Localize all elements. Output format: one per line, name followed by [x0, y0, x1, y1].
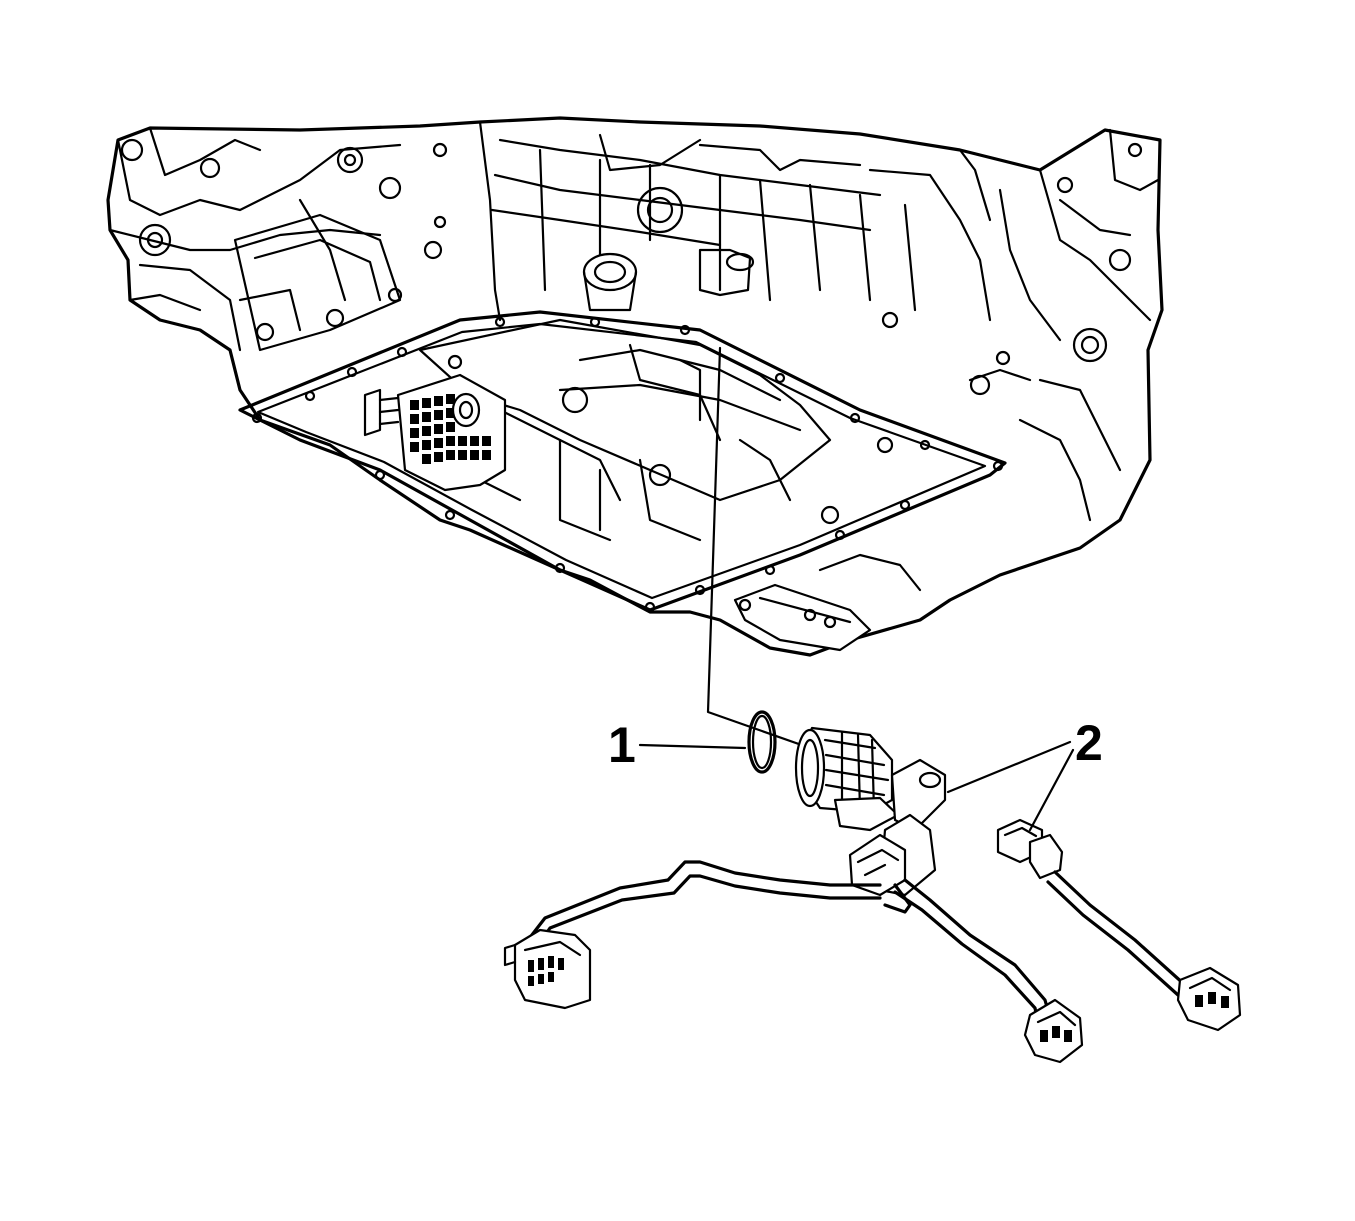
- jumper-harness: [996, 818, 1242, 1032]
- callout-2: 2: [946, 715, 1103, 832]
- callout-1: 1: [608, 717, 747, 773]
- transmission-wiring-harness: [526, 860, 1052, 1024]
- callout-2-number: 2: [1075, 715, 1103, 771]
- valve-body-connector: [363, 373, 507, 492]
- leader-line-to-case: [706, 346, 832, 757]
- pan-flange-bolts: [251, 316, 1004, 613]
- harness-connector-left: [503, 928, 592, 1010]
- wiring-harness-pass-through-connector: [794, 726, 947, 897]
- callout-1-number: 1: [608, 717, 636, 773]
- callout-1-leader: [638, 743, 747, 750]
- callout-2-leader-b: [1028, 748, 1075, 832]
- o-ring: [747, 710, 777, 774]
- harness-connector-right: [1023, 998, 1084, 1064]
- callout-2-leader-a: [946, 740, 1072, 794]
- transmission-case: [106, 116, 1164, 657]
